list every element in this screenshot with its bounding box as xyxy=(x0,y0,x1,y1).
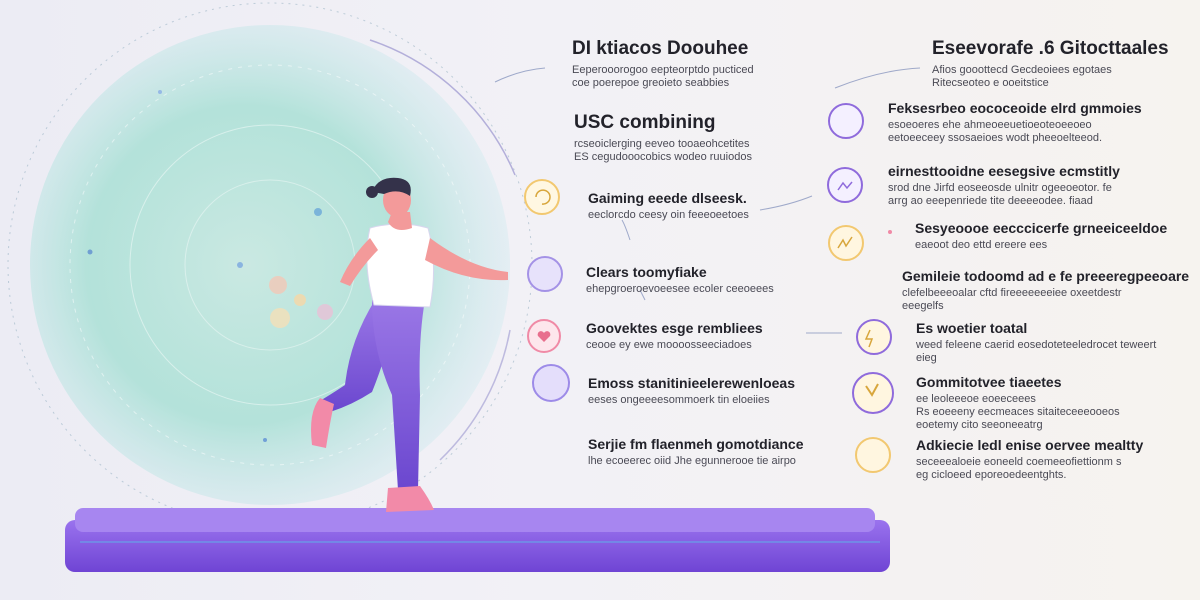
exercising-figure xyxy=(311,177,508,512)
item-title: Gommitotvee tiaeetes xyxy=(916,374,1062,390)
item-title: Emoss stanitinieelerewenloeas xyxy=(588,375,795,391)
section-line: Ritecseoteo e ooeitstice xyxy=(932,77,1049,89)
item-title: Feksesrbeo eococeoide elrd gmmoies xyxy=(888,100,1142,116)
item-title: Clears toomyfiake xyxy=(586,264,707,280)
yoga-mat xyxy=(65,508,890,572)
item-desc: eeses ongeeeesommoerk tin eloeiies xyxy=(588,394,770,406)
list-item: Es woetier toatal weed feleene caerid eo… xyxy=(916,320,1156,365)
item-line: esoeoeres ehe ahmeoeeuetioeoteoeeoeo xyxy=(888,119,1092,131)
item-title: Adkiecie ledl enise oervee mealtty xyxy=(916,437,1144,453)
item-line: eaeoot deo ettd ereere ees xyxy=(915,239,1048,251)
list-item: Sesyeoooe eecccicerfe grneeiceeldoe eaeo… xyxy=(915,220,1167,252)
item-line: srod dne Jirfd eoseeosde ulnitr ogeeoeot… xyxy=(888,182,1112,194)
item-title: Serjie fm flaenmeh gomotdiance xyxy=(588,436,804,452)
item-title: Es woetier toatal xyxy=(916,320,1028,336)
list-item: Goovektes esge rembliees ceooe ey ewe mo… xyxy=(586,320,763,352)
left-icon-column xyxy=(524,179,570,402)
item-line: seceeealoeie eoneeld coemeeofiettionm s xyxy=(916,456,1122,468)
item-title: Goovektes esge rembliees xyxy=(586,320,763,336)
list-item: Clears toomyfiake ehepgroeroevoeesee eco… xyxy=(586,264,774,296)
list-item: Gemileie todoomd ad e fe preeeregpeeoare… xyxy=(902,268,1189,313)
item-line: eoetemy cito seeoneeatrg xyxy=(916,419,1043,431)
section-line: rcseoiclerging eeveo tooaeohcetites xyxy=(574,138,750,150)
section-line: ES cegudooocobics wodeo ruuiodos xyxy=(574,151,752,163)
item-line: Rs eoeeeny eecmeaces sitaiteceeeooeos xyxy=(916,406,1120,418)
section-usc: USC combining rcseoiclerging eeveo tooae… xyxy=(574,112,752,164)
item-line: ee leoleeeoe eoeeceees xyxy=(916,393,1036,405)
item-title: Gaiming eeede dlseesk. xyxy=(588,190,747,206)
item-line: eetoeeceey ssosaeioes wodt pheeoelteeod. xyxy=(888,132,1103,144)
section-title: Eseevorafe .6 Gitocttaales xyxy=(932,38,1169,59)
item-title: Sesyeoooe eecccicerfe grneeiceeldoe xyxy=(915,220,1168,236)
sparkles xyxy=(87,90,333,442)
list-item: Serjie fm flaenmeh gomotdiance lhe ecoee… xyxy=(588,436,804,468)
connector-lines xyxy=(494,67,921,334)
item-title: Gemileie todoomd ad e fe preeeregpeeoare xyxy=(902,268,1190,284)
section-title: DI ktiacos Doouhee xyxy=(572,38,749,59)
item-title: eirnesttooidne eesegsive ecmstitly xyxy=(888,163,1120,179)
item-desc: lhe ecoeerec oiid Jhe egunnerooe tie air… xyxy=(588,455,796,467)
section-title: USC combining xyxy=(574,112,716,133)
item-desc: ehepgroeroevoeesee ecoler ceeoeees xyxy=(586,283,774,295)
list-item: Feksesrbeo eococeoide elrd gmmoies esoeo… xyxy=(888,100,1142,145)
list-item: Emoss stanitinieelerewenloeas eeses onge… xyxy=(588,375,795,407)
section-top-right: Eseevorafe .6 Gitocttaales Afios goootte… xyxy=(932,38,1169,90)
item-line: weed feleene caerid eosedoteteeledrocet … xyxy=(916,339,1157,351)
section-line: Afios gooottecd Gecdeoiees egotaes xyxy=(932,64,1112,76)
item-line: clefelbeeeoalar cftd fireeeeeeeiee oxeet… xyxy=(902,287,1122,299)
section-line: coe poerepoe greoieto seabbies xyxy=(572,77,730,89)
list-item: Adkiecie ledl enise oervee mealtty secee… xyxy=(916,437,1143,482)
item-desc: ceooe ey ewe moooosseeciadoes xyxy=(586,339,752,351)
list-item: Gommitotvee tiaeetes ee leoleeeoe eoeece… xyxy=(916,374,1120,432)
item-desc: eeclorcdo ceesy oin feeeoeetoes xyxy=(588,209,749,221)
list-item: eirnesttooidne eesegsive ecmstitly srod … xyxy=(888,163,1120,208)
item-line: eeegelfs xyxy=(902,300,944,312)
list-item: Gaiming eeede dlseesk. eeclorcdo ceesy o… xyxy=(588,190,749,222)
right-icon-column xyxy=(827,103,894,473)
item-line: eg cicloeed eporeoedeentghts. xyxy=(916,469,1067,481)
section-top-center: DI ktiacos Doouhee Eeperooorogoo eepteor… xyxy=(572,38,754,90)
section-line: Eeperooorogoo eepteorptdo pucticed xyxy=(572,64,754,76)
item-line: eieg xyxy=(916,352,937,364)
item-line: arrg ao eeepenriede tite deeeeodee. fiaa… xyxy=(888,195,1093,207)
